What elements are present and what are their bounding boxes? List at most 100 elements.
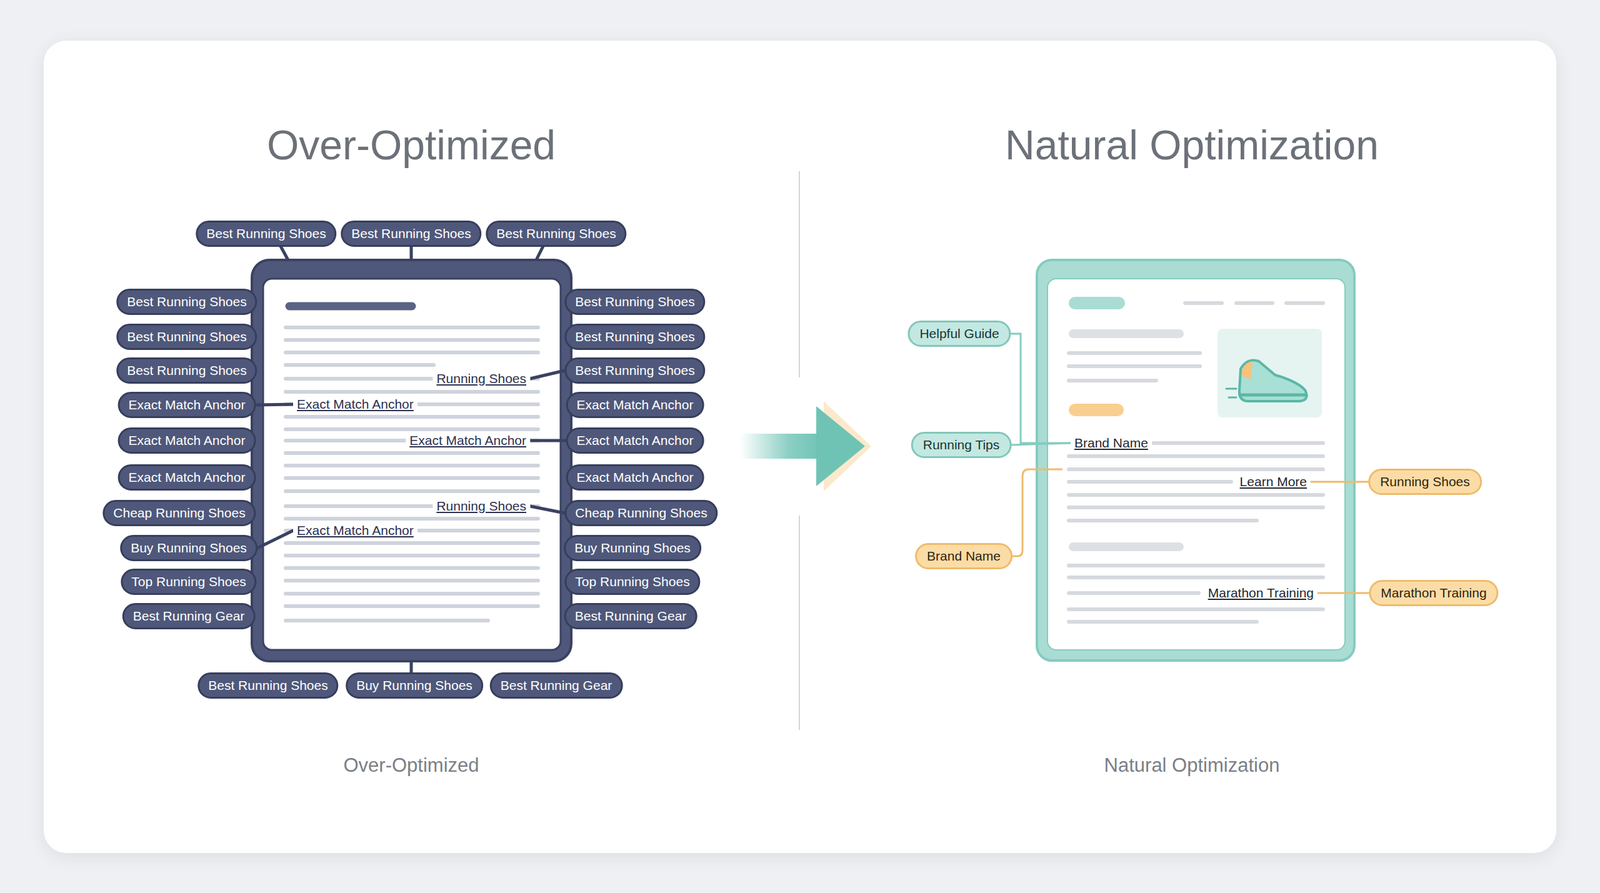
anchor-pill: Brand Name [915, 543, 1013, 570]
webpage-frame [1036, 260, 1355, 661]
arrow-body [740, 433, 822, 459]
keyword-pill: Best Running Shoes [340, 220, 482, 247]
keyword-pill: Cheap Running Shoes [564, 500, 718, 527]
node-text: Buy Running Shoes [574, 540, 691, 555]
keyword-pill: Best Running Shoes [116, 357, 257, 384]
heading-bar [1068, 542, 1184, 552]
section-title: Natural Optimization [1005, 122, 1379, 169]
speed-lines [1226, 388, 1237, 398]
document-frame [251, 260, 572, 662]
node-text: Exact Match Anchor [576, 470, 694, 485]
keyword-pill: Buy Running Shoes [120, 535, 258, 562]
keyword-pill: Exact Match Anchor [118, 464, 257, 491]
image-box [1217, 328, 1322, 418]
shoe-heel [1241, 361, 1253, 379]
keyword-pill: Exact Match Anchor [118, 391, 257, 419]
node-text: Exact Match Anchor [576, 433, 694, 448]
node-text: Brand Name [926, 548, 1001, 564]
webpage-outer [1036, 260, 1355, 661]
node-text: Exact Match Anchor [128, 470, 246, 485]
divider-line [798, 515, 800, 730]
keyword-pill: Best Running Gear [490, 672, 624, 699]
diagram-title: Over-Optimized [266, 122, 556, 169]
anchor-link: Running Shoes [432, 370, 530, 387]
connector-line [255, 404, 294, 405]
text-lines [1068, 565, 1324, 622]
divider-line [798, 171, 800, 378]
node-text: Running Tips [923, 437, 1000, 452]
shoe-upper [1239, 360, 1307, 402]
node-text: Running Shoes [436, 498, 527, 514]
anchor-link: Exact Match Anchor [293, 396, 418, 413]
node-text: Best Running Shoes [575, 329, 695, 344]
node-text: Exact Match Anchor [296, 523, 414, 538]
connector-line [1011, 333, 1071, 444]
diagram-caption: Over-Optimized [343, 753, 479, 777]
document-outer [251, 260, 572, 662]
accent-bar [1068, 403, 1124, 417]
node-text: Exact Match Anchor [296, 396, 414, 412]
keyword-pill: Exact Match Anchor [566, 427, 705, 454]
shoe-sole [1240, 393, 1307, 397]
text-lines [1068, 353, 1200, 381]
anchor-pill: Marathon Training [1368, 580, 1499, 607]
keyword-pill: Exact Match Anchor [566, 464, 705, 491]
node-text: Exact Match Anchor [128, 397, 246, 412]
keyword-pill: Exact Match Anchor [566, 391, 705, 419]
keyword-pill: Top Running Shoes [120, 568, 257, 595]
keyword-pill: Best Running Shoes [564, 357, 705, 384]
connector-line [530, 506, 565, 514]
keyword-pill: Best Running Gear [122, 603, 256, 630]
node-text: Best Running Shoes [206, 226, 326, 241]
keyword-pill: Best Running Shoes [485, 220, 627, 247]
keyword-pill: Best Running Shoes [195, 220, 337, 247]
node-text: Exact Match Anchor [576, 397, 694, 412]
nav-lines [1185, 301, 1324, 305]
node-text: Best Running Shoes [575, 363, 695, 378]
topic-pill: Helpful Guide [907, 320, 1011, 347]
keyword-pill: Best Running Shoes [564, 288, 705, 315]
node-text: Marathon Training [1208, 585, 1314, 600]
node-text: Best Running Shoes [126, 294, 247, 309]
connector-line [1317, 592, 1369, 595]
node-text: Brand Name [1074, 435, 1149, 450]
webpage-page [1047, 278, 1345, 650]
transition-arrow [740, 401, 872, 492]
node-text: Helpful Guide [919, 326, 999, 341]
connector-line [1011, 443, 1071, 445]
keyword-pill: Best Running Shoes [564, 323, 705, 350]
text-lines [285, 327, 539, 621]
node-text: Top Running Shoes [131, 574, 246, 589]
node-text: Best Running Shoes [126, 363, 247, 378]
node-text: Best Running Shoes [126, 329, 247, 344]
keyword-pill: Best Running Shoes [116, 323, 257, 350]
node-text: Cheap Running Shoes [113, 505, 245, 520]
node-text: Buy Running Shoes [356, 678, 473, 693]
text-lines [1068, 443, 1324, 521]
leader-line [1007, 469, 1063, 557]
connector-line [530, 439, 567, 443]
logo-bar [1068, 296, 1125, 310]
node-text: Best Running Shoes [351, 226, 471, 241]
node-text: Marathon Training [1380, 585, 1487, 600]
node-text: Learn More [1240, 474, 1307, 489]
keyword-pill: Buy Running Shoes [345, 672, 484, 699]
keyword-pill: Best Running Gear [564, 603, 698, 630]
keyword-pill: Top Running Shoes [564, 568, 700, 595]
node-text: Top Running Shoes [575, 574, 690, 589]
node-text: Exact Match Anchor [409, 433, 527, 448]
node-text: Best Running Gear [500, 678, 613, 693]
node-text: Buy Running Shoes [130, 540, 247, 555]
node-text: Running Shoes [436, 371, 527, 386]
node-text: Best Running Shoes [496, 226, 616, 241]
keyword-pill: Cheap Running Shoes [102, 500, 256, 527]
heading-bar [289, 302, 412, 311]
connector-line [257, 530, 294, 549]
node-text: Best Running Shoes [575, 294, 695, 309]
node-text: Best Running Shoes [208, 678, 328, 693]
keyword-pill: Buy Running Shoes [563, 535, 702, 562]
document-page [263, 278, 561, 650]
connector-line [530, 370, 565, 379]
anchor-link: Brand Name [1070, 435, 1152, 452]
